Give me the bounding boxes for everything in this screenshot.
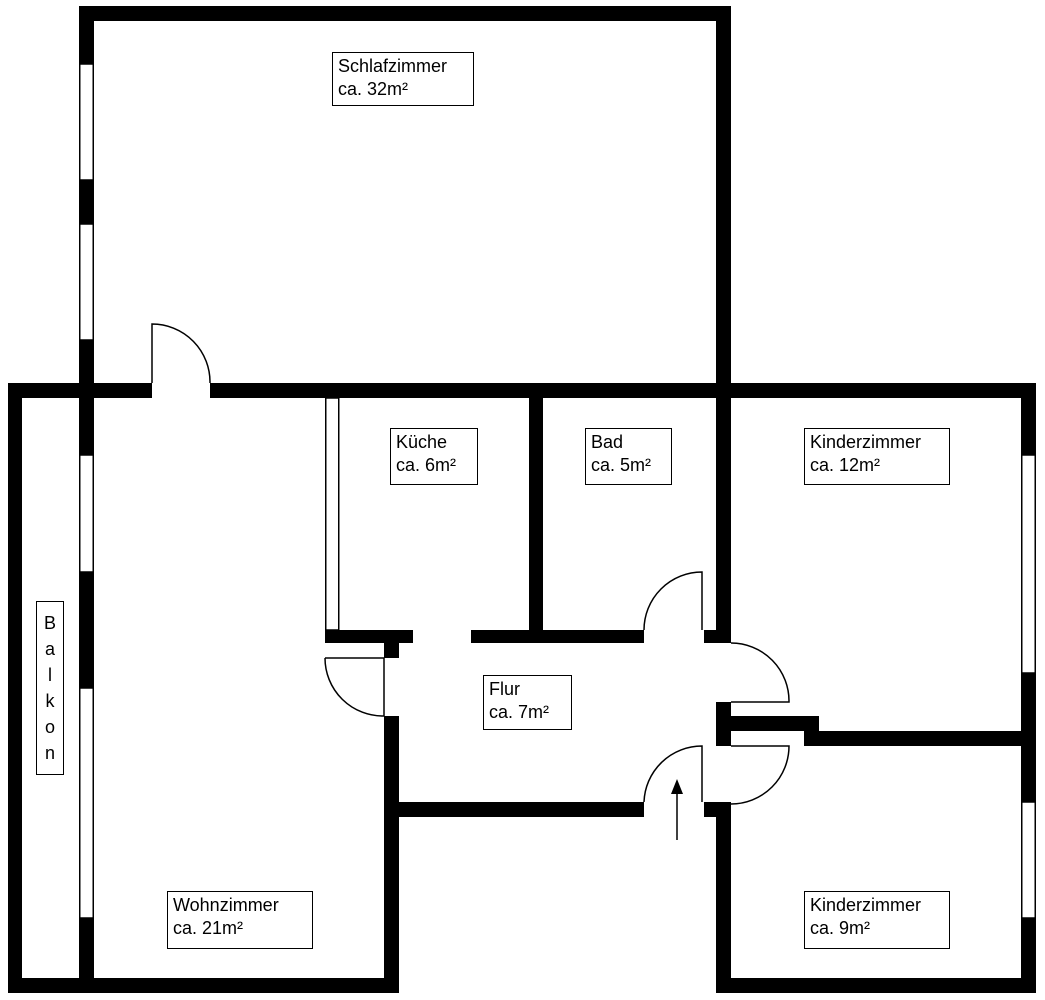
wall-bad-bottom-right <box>704 630 731 643</box>
door-wohnzimmer <box>324 657 385 717</box>
window-kinderzimmer1 <box>1021 454 1036 674</box>
wall-wohnzimmer-right-lower <box>384 716 399 993</box>
wall-schlafzimmer-right <box>716 6 731 398</box>
label-wohnzimmer: Wohnzimmer ca. 21m² <box>167 891 313 949</box>
wall-bottom-left <box>8 978 398 993</box>
room-name: Flur <box>489 679 520 699</box>
window-schlafzimmer-1 <box>79 63 94 181</box>
room-area: ca. 12m² <box>810 455 881 475</box>
wall-balkon-left <box>8 383 22 993</box>
wall-kinder-divider-left <box>716 716 819 731</box>
room-area: ca. 7m² <box>489 702 550 722</box>
wall-kinder-divider-right <box>804 731 1036 746</box>
label-kinderzimmer2: Kinderzimmer ca. 9m² <box>804 891 950 949</box>
wall-bad-right <box>716 383 731 643</box>
room-name: Wohnzimmer <box>173 895 279 915</box>
balkon-letter: o <box>44 717 55 737</box>
balkon-letter: l <box>48 665 52 685</box>
door-kinderzimmer1 <box>730 642 790 703</box>
wall-kueche-bad <box>529 383 543 643</box>
doors <box>151 323 790 805</box>
balkon-letter: k <box>45 691 55 711</box>
walls <box>8 6 1036 993</box>
label-balkon: B a l k o n <box>36 601 64 775</box>
wall-schlafzimmer-top <box>79 6 731 21</box>
door-kinderzimmer2 <box>730 745 790 805</box>
windows <box>79 63 1036 919</box>
balkon-letter: n <box>44 743 55 763</box>
window-wohnzimmer-2 <box>79 687 94 919</box>
label-kueche: Küche ca. 6m² <box>390 428 478 485</box>
room-name: Kinderzimmer <box>810 432 922 452</box>
window-schlafzimmer-2 <box>79 223 94 341</box>
wall-flur-bottom <box>384 802 644 817</box>
label-kinderzimmer1: Kinderzimmer ca. 12m² <box>804 428 950 485</box>
door-entrance <box>643 745 703 803</box>
window-kinderzimmer2 <box>1021 801 1036 919</box>
room-area: ca. 6m² <box>396 455 457 475</box>
door-schlafzimmer <box>151 323 211 384</box>
room-area: ca. 9m² <box>810 918 871 938</box>
wall-bottom-right <box>716 978 1036 993</box>
wall-middle-right <box>210 383 1036 398</box>
window-kueche-pass <box>325 397 340 631</box>
label-schlafzimmer: Schlafzimmer ca. 32m² <box>332 52 474 106</box>
room-area: ca. 32m² <box>338 79 409 99</box>
entrance-arrow-icon <box>671 779 683 840</box>
wall-kueche-bottom-right <box>471 630 644 643</box>
wall-kueche-bottom-left <box>325 630 413 643</box>
door-bad <box>643 571 703 631</box>
room-area: ca. 21m² <box>173 918 244 938</box>
window-wohnzimmer-1 <box>79 454 94 573</box>
wall-kinderzimmer2-left <box>716 802 731 993</box>
room-name: Schlafzimmer <box>338 56 448 76</box>
balkon-letter: B <box>43 613 56 633</box>
room-name: Bad <box>591 432 624 452</box>
balkon-letter: a <box>44 639 55 659</box>
label-flur: Flur ca. 7m² <box>483 675 572 730</box>
room-area: ca. 5m² <box>591 455 652 475</box>
label-bad: Bad ca. 5m² <box>585 428 672 485</box>
room-name: Kinderzimmer <box>810 895 922 915</box>
room-name: Küche <box>396 432 448 452</box>
